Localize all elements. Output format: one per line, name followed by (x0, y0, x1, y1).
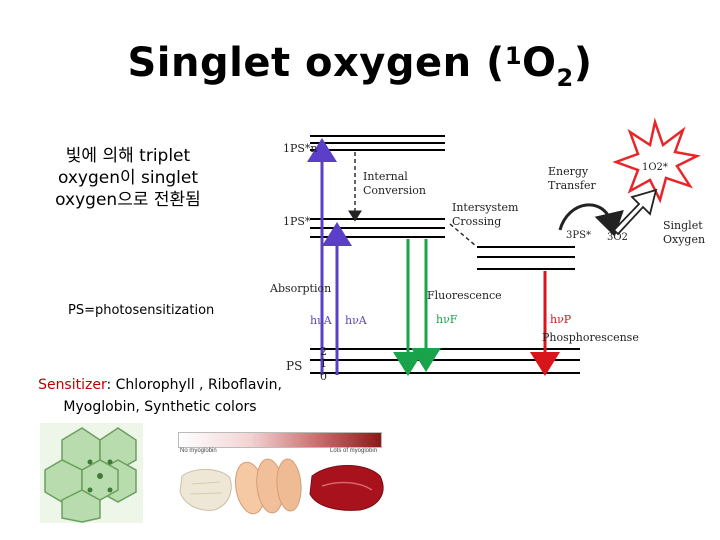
levels-1psn (310, 135, 445, 151)
label-vib-2: 2 (320, 345, 327, 358)
conversion-note: 빛에 의해 triplet oxygen이 singlet oxygen으로 전… (28, 145, 228, 211)
sensitizer-items-1: : Chlorophyll , Riboflavin, (106, 377, 282, 393)
myoglobin-gradient-bar (178, 432, 382, 448)
label-hv-a2: hνA (345, 314, 368, 327)
label-3o2: 3O2 (607, 232, 628, 243)
energy-transfer-arrow (558, 203, 624, 237)
ps-definition: PS=photosensitization (68, 303, 215, 318)
intersystem-crossing-path (449, 223, 477, 247)
sensitizer-label: Sensitizer (38, 377, 107, 393)
label-absorption: Absorption (269, 282, 331, 295)
myoglobin-right-label: Lots of myoglobin (330, 448, 378, 454)
label-internal: Internal (363, 170, 408, 183)
label-1psn: 1PS*n (283, 142, 318, 155)
title-open-paren: ( (486, 40, 505, 86)
label-hv-a1: hνA (310, 314, 333, 327)
note-line-1: 빛에 의해 triplet (65, 146, 191, 166)
label-crossing: Crossing (452, 215, 501, 228)
label-hv-p: hνP (550, 313, 572, 326)
label-intersystem: Intersystem (452, 201, 519, 214)
levels-1ps (310, 218, 445, 238)
label-3ps: 3PS* (566, 230, 591, 241)
chicken-breast-icon (234, 458, 302, 515)
note-line-3: oxygen으로 전환됨 (55, 190, 201, 210)
label-transfer: Transfer (548, 179, 596, 192)
slide-title: Singlet oxygen (1O2) (0, 40, 720, 92)
myoglobin-left-label: No myoglobin (180, 448, 217, 454)
label-conversion: Conversion (363, 184, 426, 197)
label-vib-1: 1 (320, 357, 327, 370)
levels-ground (310, 348, 580, 374)
label-phosphorescence: Phosphorescense (542, 331, 639, 344)
chlorophyll-structure-icon (40, 423, 143, 523)
title-main: Singlet oxygen (127, 40, 472, 86)
fish-fillet-icon (179, 469, 232, 511)
label-fluorescence: Fluorescence (427, 289, 502, 302)
label-energy: Energy (548, 165, 589, 178)
title-subscript: 2 (556, 64, 574, 92)
label-oxygen: Oxygen (663, 233, 705, 246)
label-vib-0: 0 (320, 370, 327, 383)
singlet-oxygen-star-icon (612, 117, 701, 204)
label-1ps: 1PS* (283, 215, 311, 228)
label-o2-singlet: 1O2* (642, 162, 668, 173)
sensitizer-text: Sensitizer: Chlorophyll , Riboflavin, My… (10, 374, 310, 418)
note-line-2: oxygen이 singlet (57, 168, 199, 188)
label-singlet: Singlet (663, 219, 703, 232)
red-meat-icon (309, 465, 384, 511)
sensitizer-items-2: Myoglobin, Synthetic colors (63, 399, 257, 415)
levels-3ps (477, 246, 575, 270)
title-element: O (522, 40, 557, 86)
title-close-paren: ) (573, 40, 593, 86)
label-ps: PS (286, 359, 302, 373)
title-superscript: 1 (504, 42, 523, 70)
excitation-hollow-arrow-icon (612, 188, 658, 236)
label-hv-f: hνF (436, 313, 458, 326)
